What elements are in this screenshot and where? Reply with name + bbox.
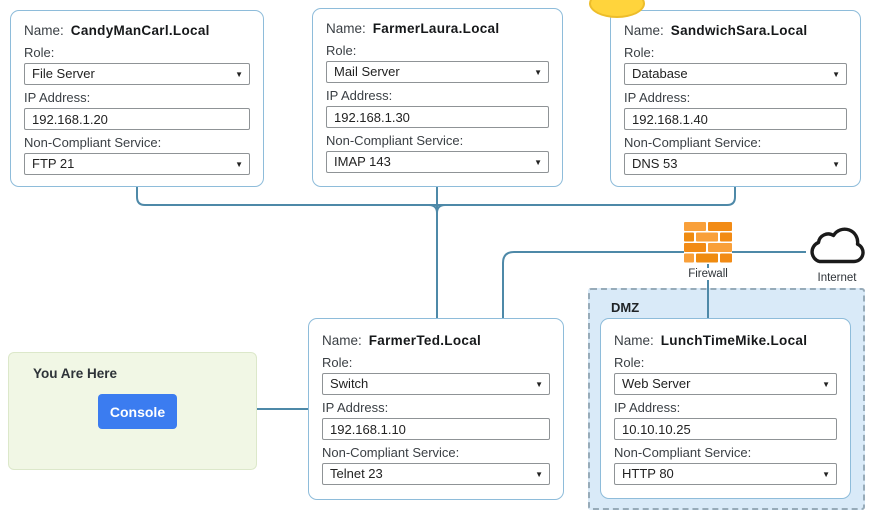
role-select-value: File Server [32,66,95,81]
internet-cloud-icon [804,222,870,268]
name-label: Name: [614,333,654,348]
role-label: Role: [624,45,655,60]
chevron-down-icon: ▼ [832,70,840,79]
role-label: Role: [614,355,645,370]
role-select-value: Switch [330,376,369,391]
panel-title: You Are Here [33,366,118,381]
role-select-value: Database [632,66,688,81]
service-label: Non-Compliant Service: [624,135,762,150]
role-select[interactable]: Mail Server ▼ [326,61,549,83]
role-select-value: Web Server [622,376,691,391]
chevron-down-icon: ▼ [534,158,542,167]
chevron-down-icon: ▼ [535,380,543,389]
service-label: Non-Compliant Service: [326,133,464,148]
name-label: Name: [24,23,64,38]
role-select[interactable]: File Server ▼ [24,63,250,85]
node-name: FarmerTed.Local [368,333,482,348]
service-select-value: FTP 21 [32,156,75,171]
ip-input[interactable] [326,106,549,128]
node-name: SandwichSara.Local [670,23,808,38]
chevron-down-icon: ▼ [822,380,830,389]
dmz-label: DMZ [611,300,640,315]
service-label: Non-Compliant Service: [24,135,162,150]
role-label: Role: [322,355,353,370]
service-select[interactable]: Telnet 23 ▼ [322,463,550,485]
service-select-value: Telnet 23 [330,466,383,481]
name-label: Name: [326,21,366,36]
chevron-down-icon: ▼ [534,68,542,77]
name-row: Name: FarmerLaura.Local [326,21,549,36]
service-label: Non-Compliant Service: [322,445,460,460]
name-label: Name: [624,23,664,38]
service-select-value: HTTP 80 [622,466,674,481]
role-select[interactable]: Database ▼ [624,63,847,85]
node-card-sandwichsara: Name: SandwichSara.Local Role: Database ▼… [610,10,861,187]
ip-label: IP Address: [614,400,681,415]
role-select-value: Mail Server [334,64,400,79]
name-row: Name: CandyManCarl.Local [24,23,250,38]
ip-label: IP Address: [326,88,393,103]
chevron-down-icon: ▼ [235,70,243,79]
role-select[interactable]: Switch ▼ [322,373,550,395]
service-select[interactable]: DNS 53 ▼ [624,153,847,175]
role-label: Role: [326,43,357,58]
service-select-value: IMAP 143 [334,154,391,169]
node-card-lunchtimemike: Name: LunchTimeMike.Local Role: Web Serve… [600,318,851,499]
service-label: Non-Compliant Service: [614,445,752,460]
ip-input[interactable] [322,418,550,440]
you-are-here-panel: You Are Here Console [8,352,257,470]
node-name: CandyManCarl.Local [70,23,210,38]
service-select[interactable]: IMAP 143 ▼ [326,151,549,173]
service-select-value: DNS 53 [632,156,678,171]
name-label: Name: [322,333,362,348]
ip-label: IP Address: [322,400,389,415]
service-select[interactable]: HTTP 80 ▼ [614,463,837,485]
role-label: Role: [24,45,55,60]
firewall-icon [684,222,732,264]
node-card-farmerted: Name: FarmerTed.Local Role: Switch ▼ IP A… [308,318,564,500]
console-button[interactable]: Console [98,394,177,429]
node-card-farmerlaura: Name: FarmerLaura.Local Role: Mail Server… [312,8,563,187]
ip-input[interactable] [24,108,250,130]
chevron-down-icon: ▼ [822,470,830,479]
name-row: Name: LunchTimeMike.Local [614,333,837,348]
service-select[interactable]: FTP 21 ▼ [24,153,250,175]
chevron-down-icon: ▼ [832,160,840,169]
chevron-down-icon: ▼ [235,160,243,169]
name-row: Name: FarmerTed.Local [322,333,550,348]
ip-label: IP Address: [24,90,91,105]
firewall-label: Firewall [678,268,738,280]
node-name: FarmerLaura.Local [372,21,500,36]
internet-label: Internet [817,272,857,284]
node-name: LunchTimeMike.Local [660,333,808,348]
ip-label: IP Address: [624,90,691,105]
name-row: Name: SandwichSara.Local [624,23,847,38]
ip-input[interactable] [614,418,837,440]
chevron-down-icon: ▼ [535,470,543,479]
role-select[interactable]: Web Server ▼ [614,373,837,395]
ip-input[interactable] [624,108,847,130]
node-card-candymancarl: Name: CandyManCarl.Local Role: File Serve… [10,10,264,187]
